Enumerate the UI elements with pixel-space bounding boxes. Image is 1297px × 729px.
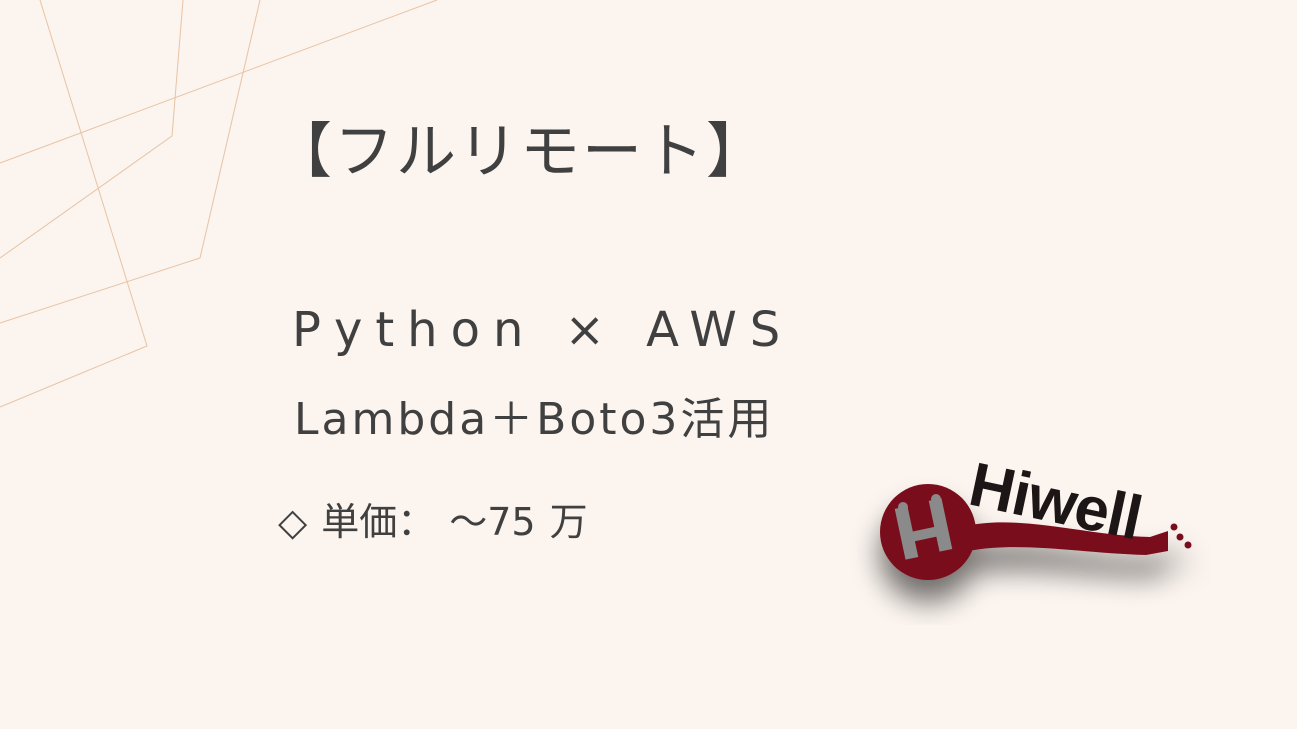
- hiwell-logo-icon: [880, 484, 1192, 580]
- hiwell-logo: Hiwell: [850, 450, 1210, 625]
- decorative-lines: [0, 0, 438, 408]
- price-label: 単価：: [321, 500, 436, 544]
- slide-title: 【フルリモート】: [272, 117, 768, 187]
- subheadline: Lambda＋Boto3活用: [294, 394, 775, 445]
- price-value: ～75: [449, 500, 536, 544]
- price-unit: 万: [549, 500, 588, 544]
- diamond-bullet-icon: ◇: [278, 500, 308, 544]
- price-line: ◇ 単価： ～75 万: [278, 503, 602, 541]
- headline: Python × AWS: [292, 302, 794, 358]
